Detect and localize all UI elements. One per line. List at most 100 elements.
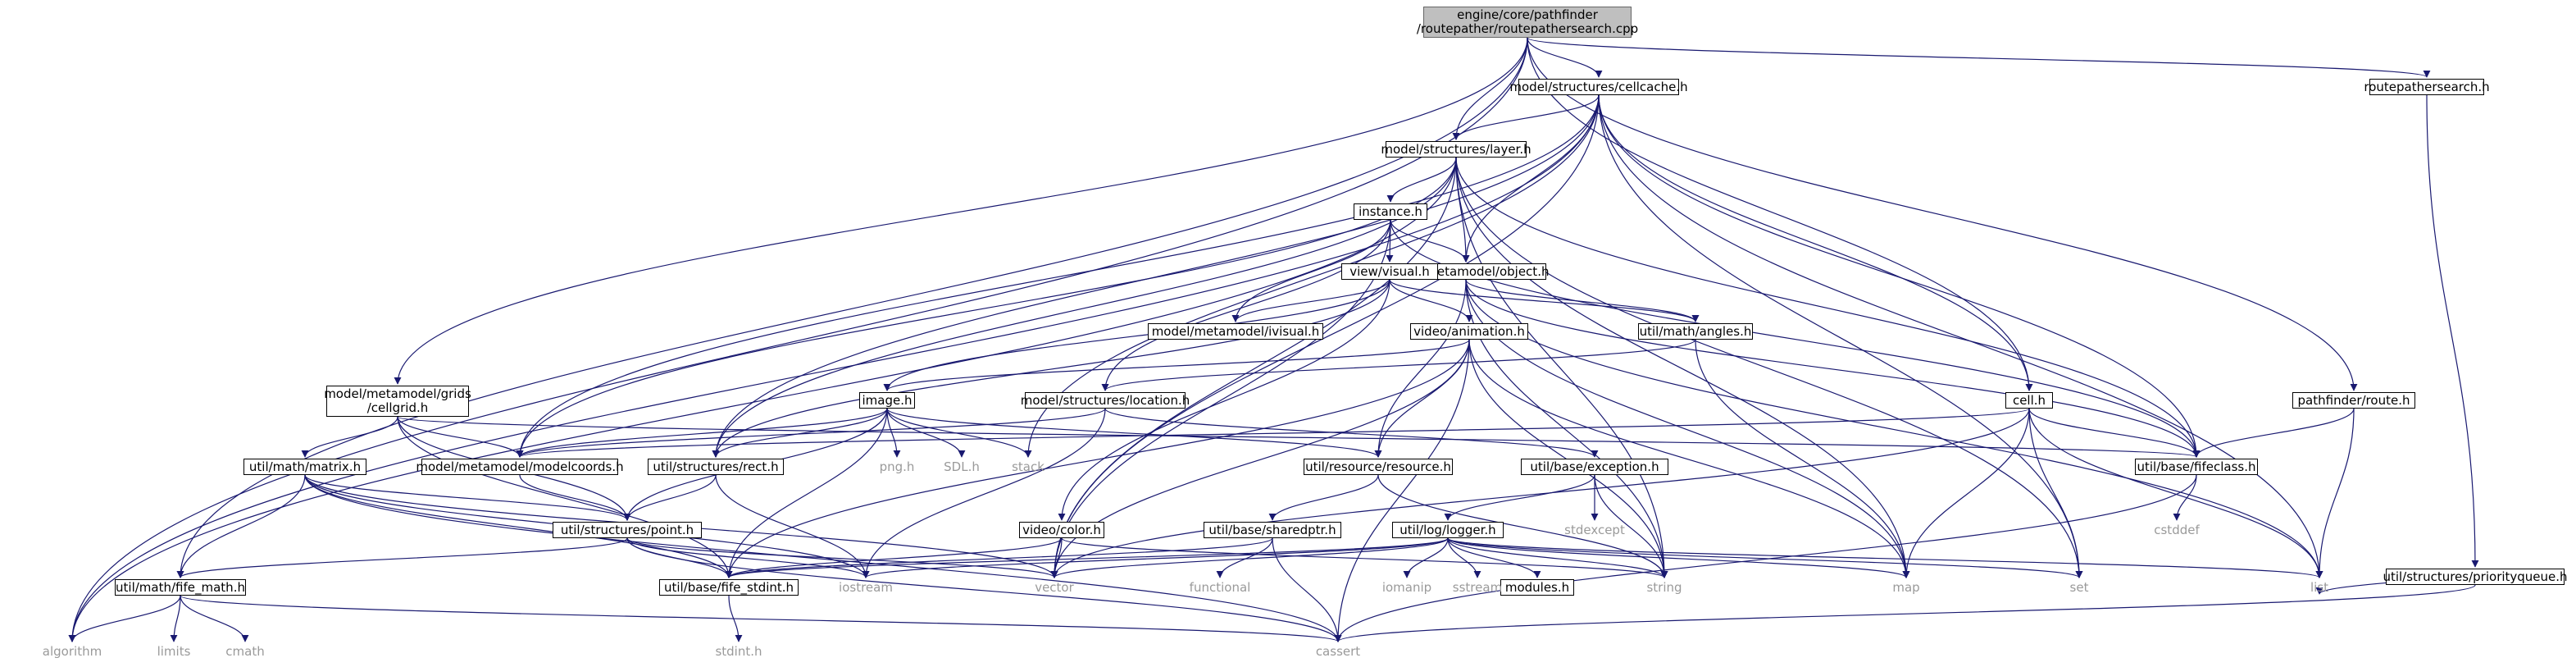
edge-object-to-fifeclass xyxy=(1465,279,2201,458)
node-map: map xyxy=(1892,579,1920,595)
edge-animation-to-cassert xyxy=(1334,339,1470,642)
edge-animation-to-fife_stdint xyxy=(725,339,1470,578)
node-sharedptr[interactable]: util/base/sharedptr.h xyxy=(1204,522,1341,538)
node-matrix[interactable]: util/math/matrix.h xyxy=(243,459,366,475)
node-logger[interactable]: util/log/logger.h xyxy=(1392,522,1504,538)
edge-layer-to-vector xyxy=(1050,157,1457,578)
node-limits: limits xyxy=(157,643,191,659)
node-stdint: stdint.h xyxy=(715,643,762,659)
node-functional: functional xyxy=(1189,579,1251,595)
node-algorithm: algorithm xyxy=(42,643,102,659)
node-exception[interactable]: util/base/exception.h xyxy=(1521,459,1668,475)
edge-root-to-layer xyxy=(1452,37,1528,140)
node-vector: vector xyxy=(1035,579,1074,595)
node-point[interactable]: util/structures/point.h xyxy=(553,522,702,538)
edge-layer-to-modelcoords xyxy=(516,157,1457,458)
edge-root-to-route xyxy=(1527,37,2358,391)
node-location[interactable]: model/structures/location.h xyxy=(1020,392,1190,409)
node-iomanip: iomanip xyxy=(1381,579,1432,595)
edge-animation-to-image xyxy=(883,339,1470,391)
edge-logger-to-modules xyxy=(1447,537,1541,578)
edge-logger-to-list xyxy=(1447,537,2323,578)
edge-layer-to-algorithm xyxy=(68,157,1457,642)
edge-rps_h-to-pqueue xyxy=(2426,94,2479,568)
edge-layer-to-string xyxy=(1455,157,1668,578)
edge-logger-to-string xyxy=(1447,537,1668,578)
node-list: list xyxy=(2310,579,2329,595)
edge-layer-to-rect xyxy=(712,157,1457,458)
node-fife-stdint[interactable]: util/base/fife_stdint.h xyxy=(659,579,799,596)
node-layer[interactable]: model/structures/layer.h xyxy=(1381,141,1531,158)
edge-layer-to-map xyxy=(1455,157,1910,578)
node-cstddef: cstddef xyxy=(2154,522,2200,537)
edge-rect-to-point xyxy=(623,474,717,521)
edge-route-to-fifeclass xyxy=(2192,408,2355,458)
node-color[interactable]: video/color.h xyxy=(1019,522,1104,538)
node-cellcache[interactable]: model/structures/cellcache.h xyxy=(1509,79,1688,95)
node-png: png.h xyxy=(879,459,915,474)
edge-fife_math-to-cmath xyxy=(180,595,249,642)
edge-image-to-rect xyxy=(712,408,888,458)
edge-point-to-cassert xyxy=(626,537,1342,642)
edge-image-to-modelcoords xyxy=(516,408,888,458)
edge-cellgrid-to-modelcoords xyxy=(397,416,524,458)
edge-instance-to-ivisual xyxy=(1231,219,1391,322)
edge-cellcache-to-list xyxy=(1598,94,2323,578)
edge-cell-to-list xyxy=(2028,408,2323,578)
node-visual[interactable]: view/visual.h xyxy=(1341,263,1438,280)
edge-logger-to-set xyxy=(1447,537,2083,578)
node-rect[interactable]: util/structures/rect.h xyxy=(648,459,784,475)
edge-cellgrid-to-matrix xyxy=(301,416,398,458)
edge-resource-to-string xyxy=(1377,474,1668,578)
node-ivisual[interactable]: model/metamodel/ivisual.h xyxy=(1148,323,1323,340)
node-resource[interactable]: util/resource/resource.h xyxy=(1304,459,1453,475)
node-route[interactable]: pathfinder/route.h xyxy=(2292,392,2415,409)
edge-visual-to-rect xyxy=(712,279,1390,458)
node-cmath: cmath xyxy=(225,643,265,659)
edge-matrix-to-fife_math xyxy=(176,474,306,578)
node-iostream: iostream xyxy=(839,579,893,595)
edge-point-to-iostream xyxy=(626,537,870,578)
node-modules[interactable]: modules.h xyxy=(1500,579,1574,596)
edge-logger-to-sstream xyxy=(1447,537,1481,578)
node-stack: stack xyxy=(1012,459,1045,474)
edge-layer-to-instance xyxy=(1386,157,1457,203)
edge-cellcache-to-algorithm xyxy=(68,94,1600,642)
edge-image-to-resource xyxy=(886,408,1382,458)
edge-root-to-rps_h xyxy=(1527,37,2431,78)
edge-exception-to-logger xyxy=(1444,474,1595,521)
edge-exception-to-string xyxy=(1594,474,1668,578)
edge-visual-to-angles xyxy=(1389,279,1700,322)
node-cell[interactable]: cell.h xyxy=(2005,392,2053,409)
edge-color-to-string xyxy=(1061,537,1668,578)
node-rps-h[interactable]: routepathersearch.h xyxy=(2364,79,2490,95)
node-pqueue[interactable]: util/structures/priorityqueue.h xyxy=(2383,569,2568,585)
edge-point-to-vector xyxy=(626,537,1058,578)
node-instance[interactable]: instance.h xyxy=(1354,203,1427,220)
node-fifeclass[interactable]: util/base/fifeclass.h xyxy=(2135,459,2258,475)
node-angles[interactable]: util/math/angles.h xyxy=(1638,323,1753,340)
edge-angles-to-map xyxy=(1695,339,1910,578)
node-image[interactable]: image.h xyxy=(859,392,915,409)
edge-cellgrid-to-fifeclass xyxy=(397,416,2200,458)
edge-fife_math-to-algorithm xyxy=(68,595,181,642)
edge-matrix-to-point xyxy=(304,474,631,521)
node-cellgrid[interactable]: model/metamodel/grids /cellgrid.h xyxy=(324,386,471,417)
edge-fife_math-to-limits xyxy=(170,595,181,642)
edge-image-to-stack xyxy=(886,408,1032,458)
node-cassert: cassert xyxy=(1315,643,1361,659)
edge-location-to-exception xyxy=(1104,408,1599,458)
edge-layer-to-set xyxy=(1455,157,2083,578)
edge-matrix-to-fife_stdint xyxy=(304,474,733,578)
node-set: set xyxy=(2069,579,2089,595)
node-animation[interactable]: video/animation.h xyxy=(1410,323,1528,340)
node-fife-math[interactable]: util/math/fife_math.h xyxy=(115,579,246,596)
node-root[interactable]: engine/core/pathfinder /routepather/rout… xyxy=(1416,7,1639,38)
edge-cell-to-modelcoords xyxy=(517,408,2030,458)
edge-object-to-angles xyxy=(1465,279,1700,322)
edge-object-to-resource xyxy=(1374,279,1467,458)
node-sdl: SDL.h xyxy=(944,459,980,474)
edge-logger-to-map xyxy=(1447,537,1910,578)
node-modelcoords[interactable]: model/metamodel/modelcoords.h xyxy=(416,459,624,475)
